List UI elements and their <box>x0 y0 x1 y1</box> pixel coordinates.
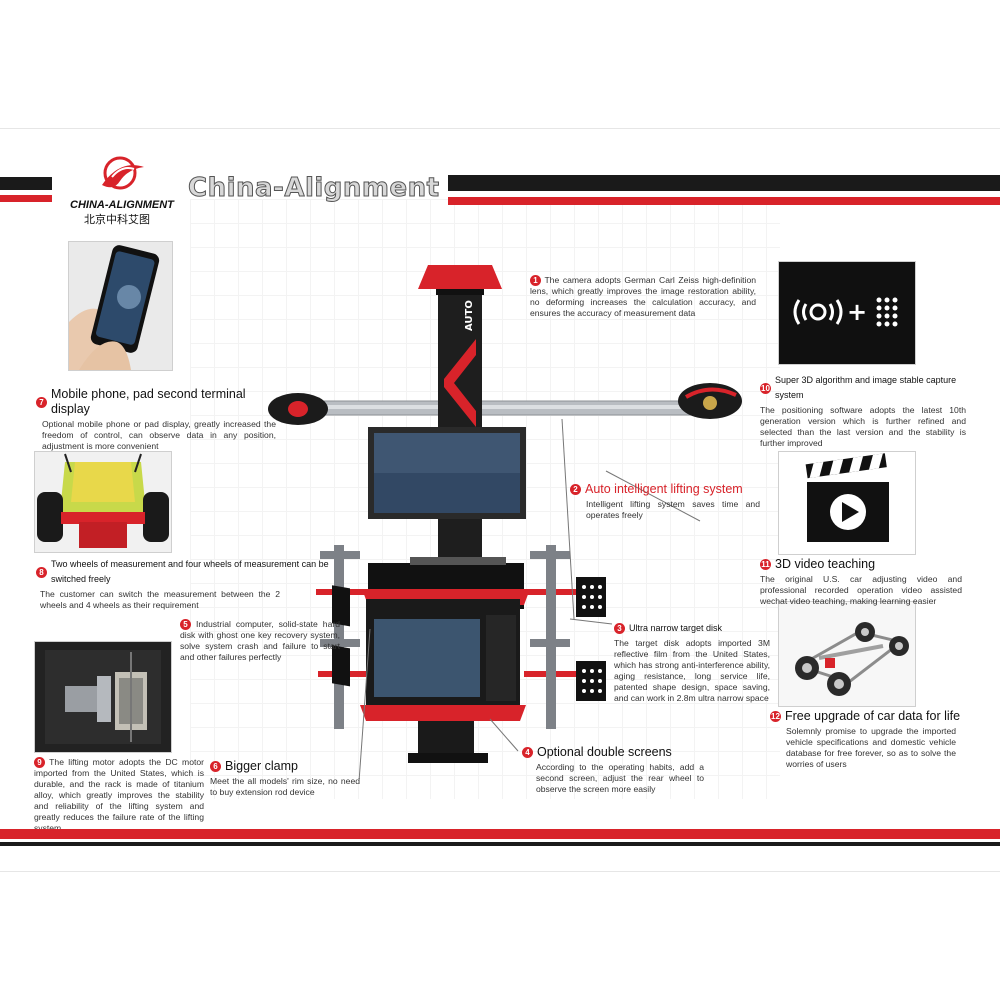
feature-number-badge: 2 <box>570 484 581 495</box>
feature-5: 5 Industrial computer, solid-state hard … <box>180 619 340 663</box>
feature-body: The target disk adopts imported 3M refle… <box>614 638 770 703</box>
feature-12: 12 Free upgrade of car data for life Sole… <box>770 709 970 770</box>
feature-title: Mobile phone, pad second terminal displa… <box>51 387 246 416</box>
feature-body: The camera adopts German Carl Zeiss high… <box>530 275 757 318</box>
feature-7: 7 Mobile phone, pad second terminal displ… <box>36 387 276 452</box>
feature-3: 3 Ultra narrow target disk The target dis… <box>614 621 770 704</box>
photo-video-teaching <box>778 451 916 555</box>
feature-number-badge: 1 <box>530 275 541 286</box>
feature-body: Intelligent lifting system saves time an… <box>586 499 760 520</box>
photo-lifting-motor <box>34 641 172 753</box>
feature-body: The original U.S. car adjusting video an… <box>760 574 962 606</box>
feature-title: Bigger clamp <box>225 759 298 773</box>
feature-body: The lifting motor adopts the DC motor im… <box>34 757 205 833</box>
feature-title: Super 3D algorithm and image stable capt… <box>775 375 957 400</box>
feature-number-badge: 12 <box>770 711 781 722</box>
feature-number-badge: 11 <box>760 559 771 570</box>
feature-10: 10 Super 3D algorithm and image stable ca… <box>760 373 966 449</box>
feature-body: The positioning software adopts the late… <box>760 405 966 448</box>
brand-logo <box>102 156 144 190</box>
feature-9: 9 The lifting motor adopts the DC motor … <box>34 757 204 834</box>
page-title: China-Alignment <box>188 173 440 204</box>
feature-title: Free upgrade of car data for life <box>785 709 961 723</box>
feature-2: 2 Auto intelligent lifting system Intelli… <box>570 482 760 521</box>
feature-body: Meet the all models' rim size, no need t… <box>210 776 360 797</box>
feature-11: 11 3D video teaching The original U.S. ca… <box>760 557 962 607</box>
header-band-right-black <box>448 175 1000 191</box>
brochure-sheet: CHINA-ALIGNMENT 北京中科艾图 China-Alignment <box>0 128 1000 872</box>
photo-3d-algorithm: + <box>778 261 916 365</box>
feature-number-badge: 8 <box>36 566 47 578</box>
feature-6: 6 Bigger clamp Meet the all models' rim s… <box>210 759 360 798</box>
header-band-left-red <box>0 195 52 202</box>
photo-mobile-phone <box>68 241 173 371</box>
feature-title: Optional double screens <box>537 745 672 759</box>
wheel-aligner-machine: AUTO <box>268 265 742 779</box>
header-band-right-red <box>448 197 1000 205</box>
footer-band-black <box>0 842 1000 846</box>
feature-number-badge: 9 <box>34 757 45 768</box>
feature-title: Ultra narrow target disk <box>629 623 723 633</box>
feature-title: 3D video teaching <box>775 557 876 571</box>
brand-name-chinese: 北京中科艾图 <box>84 214 150 226</box>
photo-car-chassis <box>778 601 916 707</box>
feature-body: Solemnly promise to upgrade the imported… <box>786 726 956 769</box>
feature-number-badge: 10 <box>760 382 771 394</box>
feature-title: Two wheels of measurement and four wheel… <box>51 559 329 584</box>
feature-title: Auto intelligent lifting system <box>585 482 743 496</box>
feature-8: 8 Two wheels of measurement and four whee… <box>36 557 356 611</box>
feature-number-badge: 5 <box>180 619 191 630</box>
feature-1: 1 The camera adopts German Carl Zeiss hi… <box>530 275 756 319</box>
feature-number-badge: 6 <box>210 761 221 772</box>
post-auto-label: AUTO <box>464 300 475 331</box>
feature-body: Optional mobile phone or pad display, gr… <box>42 419 276 451</box>
brand-name: CHINA-ALIGNMENT <box>70 199 174 211</box>
footer-band-red <box>0 829 1000 839</box>
feature-number-badge: 4 <box>522 747 533 758</box>
feature-4: 4 Optional double screens According to th… <box>522 745 704 795</box>
feature-number-badge: 7 <box>36 396 47 408</box>
svg-text:+: + <box>847 298 867 326</box>
photo-two-four-wheel <box>34 451 172 553</box>
header-band-left-black <box>0 177 52 190</box>
feature-body: The customer can switch the measurement … <box>40 589 280 610</box>
feature-number-badge: 3 <box>614 623 625 634</box>
feature-body: Industrial computer, solid-state hard di… <box>180 619 341 662</box>
feature-body: According to the operating habits, add a… <box>536 762 704 794</box>
